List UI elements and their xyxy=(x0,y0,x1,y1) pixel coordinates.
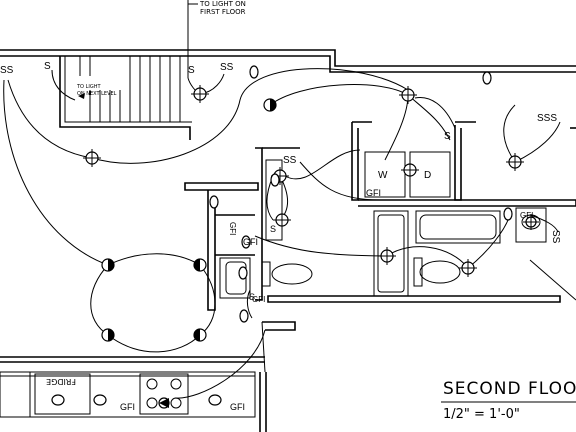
wall-light xyxy=(101,328,115,342)
note-light-next-level-2: ON NEXT LEVEL xyxy=(77,91,117,97)
switch-label: S xyxy=(249,292,255,302)
wiring xyxy=(3,0,561,353)
toilet-left xyxy=(261,261,313,287)
gfi-label: GFI xyxy=(252,295,265,304)
bathtub xyxy=(415,210,501,244)
ceiling-light xyxy=(399,86,417,104)
ceiling-light xyxy=(459,259,477,277)
note-light-first-floor-2: FIRST FLOOR xyxy=(200,8,246,16)
wall-light xyxy=(193,328,207,342)
ceiling-light xyxy=(401,161,419,179)
ceiling-light xyxy=(191,85,209,103)
staircase xyxy=(59,56,192,140)
switch-label: S xyxy=(188,65,195,76)
gfi-label: GFI xyxy=(520,211,533,220)
shower xyxy=(373,210,409,297)
switch-label: S xyxy=(444,131,451,142)
note-light-next-level-1: TO LIGHT xyxy=(76,84,101,90)
wall-light xyxy=(101,258,115,272)
switch-label: SS xyxy=(283,155,297,166)
switch-label: S xyxy=(270,224,276,234)
ceiling-light xyxy=(83,149,101,167)
toilet-right xyxy=(413,257,461,287)
washer-label: W xyxy=(378,170,388,181)
kitchen-counter xyxy=(0,371,256,418)
note-leaders xyxy=(78,3,198,99)
plan-title: SECOND FLOO xyxy=(443,379,576,399)
ceiling-light xyxy=(273,211,291,229)
gfi-label: GFI xyxy=(366,188,381,198)
sink-upper xyxy=(265,159,283,241)
note-light-first-floor-1: TO LIGHT ON xyxy=(199,0,246,8)
switch-label: S xyxy=(44,61,51,72)
ceiling-light xyxy=(378,247,396,265)
gfi-label: GFI xyxy=(243,237,258,247)
plan-scale: 1/2" = 1'-0" xyxy=(443,407,520,422)
wall-light xyxy=(193,258,207,272)
wall-light xyxy=(263,98,277,112)
range-outlet xyxy=(158,397,170,409)
ceiling-light xyxy=(523,214,539,230)
switch-label: SSS xyxy=(537,113,557,124)
fridge-label: FRIDGE xyxy=(46,377,76,386)
switch-label: SS xyxy=(0,65,14,76)
switch-label: SS xyxy=(550,230,561,244)
gfi-label: GFI xyxy=(120,402,135,412)
interior-walls xyxy=(174,121,576,399)
gfi-label: GFI xyxy=(230,402,245,412)
dryer-label: D xyxy=(424,170,431,181)
ceiling-light xyxy=(506,153,524,171)
gfi-label: GFI xyxy=(228,222,237,235)
exterior-walls xyxy=(0,49,576,432)
switch-label: SS xyxy=(220,62,234,73)
outlets xyxy=(51,65,513,406)
